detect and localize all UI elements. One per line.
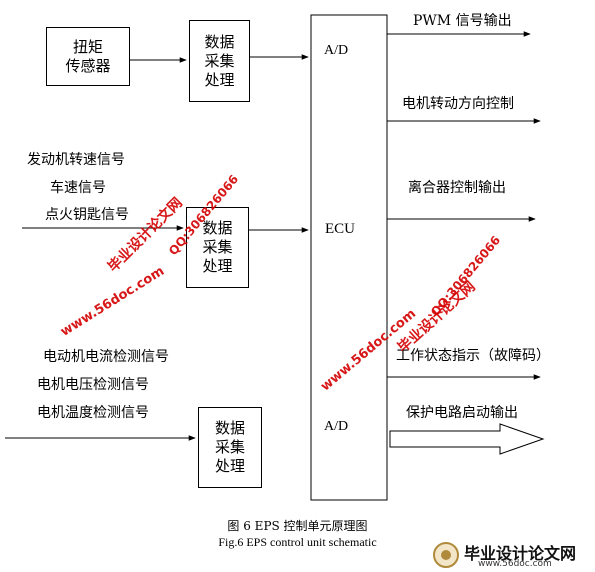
input-motor-temp: 电机温度检测信号 [37, 405, 149, 421]
output-pwm: PWM 信号输出 [413, 13, 512, 29]
ecu-ad-top-label: A/D [324, 43, 349, 58]
caption-cn: 图 6 EPS 控制单元原理图 [227, 519, 368, 533]
input-motor-current: 电动机电流检测信号 [43, 349, 169, 365]
logo-text: 毕业设计论文网 [464, 544, 577, 563]
ecu-center-label: ECU [325, 221, 355, 237]
logo-url: www.56doc.com [478, 559, 552, 569]
site-logo: 毕业设计论文网 www.56doc.com [430, 540, 592, 570]
input-engine-speed: 发动机转速信号 [27, 152, 125, 168]
data-processing-block-bottom: 数据 采集 处理 [198, 407, 262, 488]
output-direction: 电机转动方向控制 [402, 96, 514, 112]
caption-en: Fig.6 EPS control unit schematic [218, 535, 377, 549]
arrow-out-protection [389, 423, 545, 455]
data-processing-block-middle: 数据 采集 处理 [186, 207, 249, 288]
input-motor-voltage: 电机电压检测信号 [37, 377, 149, 393]
ecu-ad-bottom-label: A/D [324, 419, 349, 434]
ecu-block [310, 14, 388, 501]
output-clutch: 离合器控制输出 [408, 180, 506, 196]
input-vehicle-speed: 车速信号 [50, 180, 106, 196]
output-protection: 保护电路启动输出 [406, 405, 518, 421]
logo-circle-icon [433, 542, 459, 568]
data-processing-block-top: 数据 采集 处理 [189, 20, 250, 102]
input-ignition-key: 点火钥匙信号 [45, 207, 129, 223]
output-status: 工作状态指示（故障码） [396, 348, 550, 364]
torque-sensor-block: 扭矩 传感器 [46, 27, 130, 86]
